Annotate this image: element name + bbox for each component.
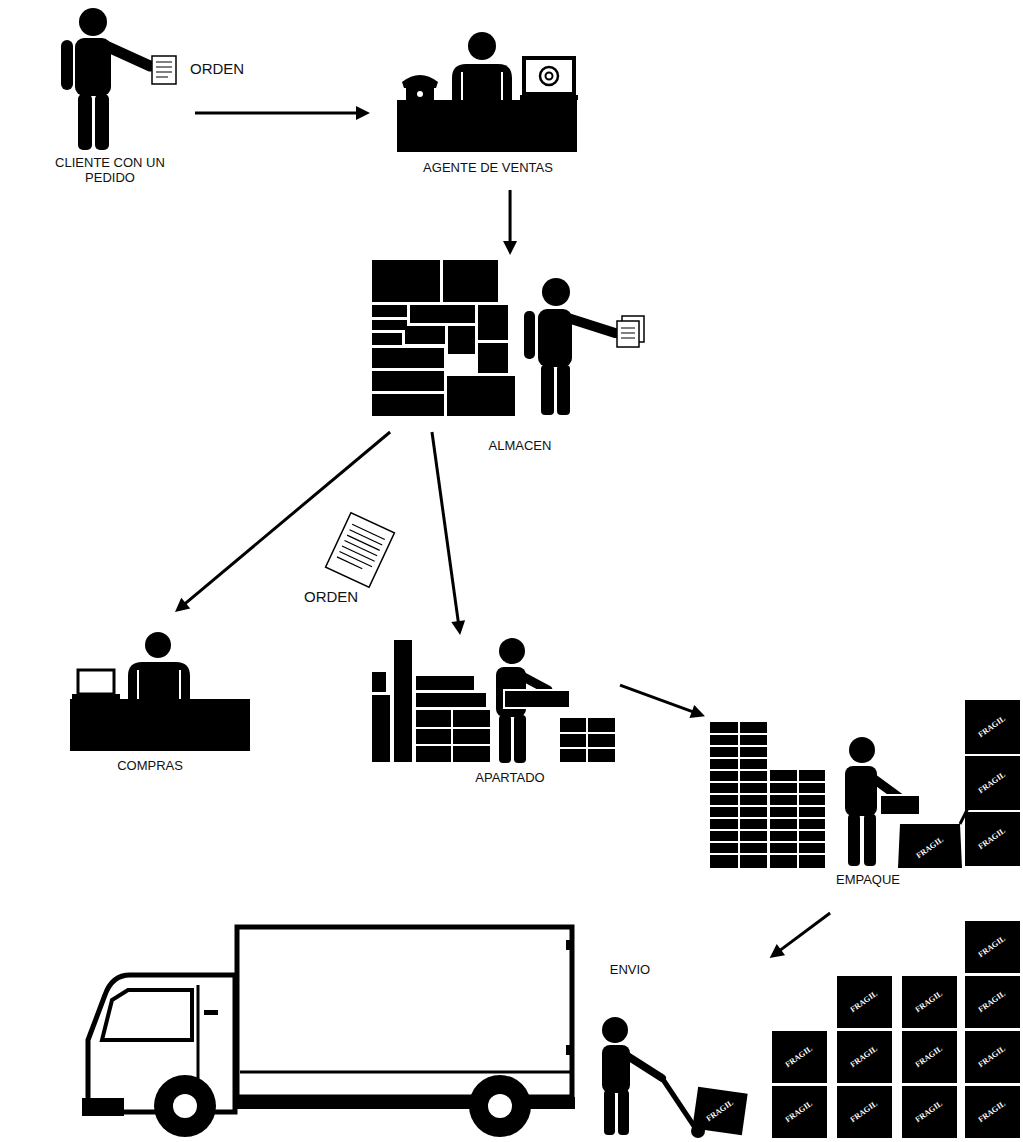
station-caption: AGENTE DE VENTAS: [408, 160, 568, 175]
label-holder: FRAGIL: [907, 1107, 951, 1117]
arrow-line: [184, 432, 390, 604]
order-document: [326, 513, 395, 588]
label-holder: FRAGIL: [842, 1052, 886, 1062]
label-holder: ORDEN: [188, 60, 246, 78]
flow-arrow: [175, 432, 390, 612]
label-holder: FRAGIL: [970, 997, 1014, 1007]
station-caption: ALMACEN: [465, 438, 575, 453]
purchasing-figure: [70, 632, 250, 751]
fragile-label: FRAGIL: [971, 822, 1013, 855]
fragile-label: FRAGIL: [971, 1040, 1013, 1073]
flow-arrow: [503, 190, 517, 255]
fragile-label: FRAGIL: [843, 1040, 885, 1073]
sales-agent-figure: [397, 32, 578, 152]
station-node: ALMACEN: [365, 255, 650, 432]
label-holder: ORDEN: [302, 588, 360, 606]
label-holder: FRAGIL: [970, 778, 1014, 788]
fragile-label: FRAGIL: [908, 1040, 950, 1073]
label-holder: FRAGIL: [777, 1107, 821, 1117]
station-node: COMPRAS: [65, 612, 255, 752]
station-caption: ENVIO: [600, 962, 660, 977]
fragile-label: FRAGIL: [699, 1094, 741, 1127]
flow-arrow: [620, 685, 705, 718]
label-holder: FRAGIL: [842, 1107, 886, 1117]
label-holder: FRAGIL: [842, 997, 886, 1007]
flow-arrow: [195, 106, 370, 120]
label-holder: FRAGIL: [777, 1052, 821, 1062]
arrow-head: [770, 944, 785, 958]
label-holder: FRAGIL: [698, 1106, 742, 1116]
truck-figure: [82, 927, 575, 1137]
station-caption: EMPAQUE: [823, 872, 913, 887]
label-holder: FRAGIL: [970, 1107, 1014, 1117]
order-label: ORDEN: [188, 60, 246, 78]
client-figure: [61, 8, 176, 150]
arrow-line: [432, 432, 458, 623]
fragile-label: FRAGIL: [843, 1095, 885, 1128]
picking-figure: [372, 638, 615, 763]
fragile-label: FRAGIL: [971, 766, 1013, 799]
label-holder: FRAGIL: [970, 1052, 1014, 1062]
station-caption: COMPRAS: [100, 758, 200, 773]
fragile-label: FRAGIL: [909, 831, 951, 864]
label-holder: FRAGIL: [907, 997, 951, 1007]
fragile-label: FRAGIL: [971, 930, 1013, 963]
arrow-line: [195, 111, 358, 114]
label-holder: FRAGIL: [970, 942, 1014, 952]
shipping-figure: [602, 921, 1020, 1138]
fragile-label: FRAGIL: [971, 1095, 1013, 1128]
station-caption: CLIENTE CON UN PEDIDO: [54, 155, 166, 185]
fragile-label: FRAGIL: [843, 985, 885, 1018]
packing-figure: [710, 700, 1020, 868]
station-node: APARTADO: [365, 635, 620, 765]
flow-arrow: [432, 432, 465, 635]
arrow-line: [779, 913, 830, 951]
label-holder: FRAGIL: [970, 834, 1014, 844]
fragile-label: FRAGIL: [971, 710, 1013, 743]
arrow-line: [509, 190, 512, 243]
order-label: ORDEN: [302, 588, 360, 606]
flow-arrow: [770, 913, 830, 958]
fragile-label: FRAGIL: [971, 985, 1013, 1018]
fragile-label: FRAGIL: [908, 1095, 950, 1128]
arrow-line: [620, 685, 694, 712]
station-node: CLIENTE CON UN PEDIDO: [30, 5, 195, 195]
fragile-label: FRAGIL: [908, 985, 950, 1018]
warehouse-figure: [372, 260, 644, 416]
station-caption: APARTADO: [455, 770, 565, 785]
arrow-head: [503, 241, 517, 255]
label-holder: FRAGIL: [907, 1052, 951, 1062]
arrow-head: [356, 106, 370, 120]
station-node: AGENTE DE VENTAS: [370, 30, 600, 190]
fragile-label: FRAGIL: [778, 1040, 820, 1073]
label-holder: FRAGIL: [908, 843, 952, 853]
label-holder: FRAGIL: [970, 722, 1014, 732]
station-node: EMPAQUE: [705, 698, 1021, 913]
fragile-label: FRAGIL: [778, 1095, 820, 1128]
